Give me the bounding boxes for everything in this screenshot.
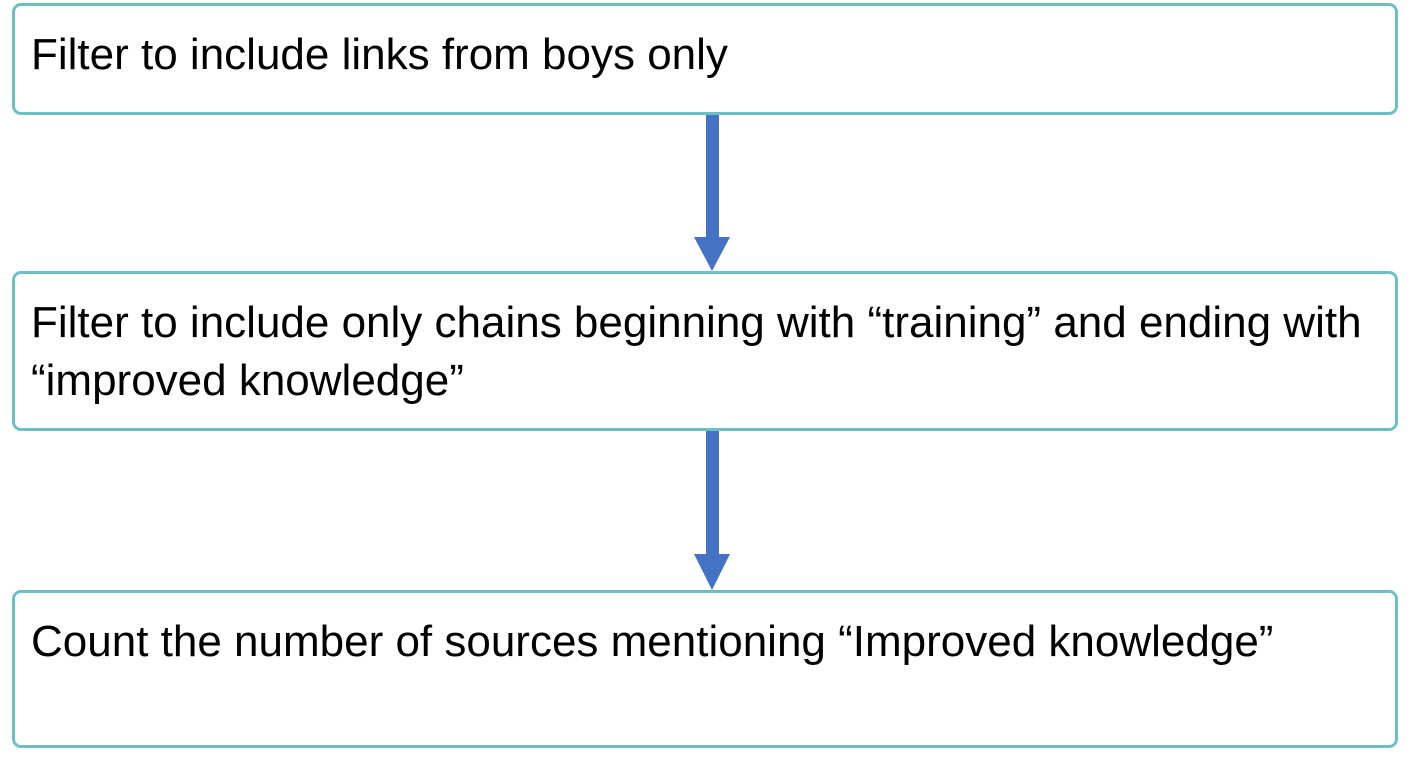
flow-step-1-text: Filter to include links from boys only bbox=[31, 30, 728, 79]
arrow-step2-to-step3 bbox=[694, 431, 730, 590]
arrow-shaft bbox=[706, 431, 719, 556]
flow-step-3: Count the number of sources mentioning “… bbox=[12, 590, 1398, 748]
flow-step-1: Filter to include links from boys only bbox=[12, 3, 1398, 115]
flow-step-3-text: Count the number of sources mentioning “… bbox=[31, 617, 1274, 666]
flow-step-2-text: Filter to include only chains beginning … bbox=[31, 298, 1362, 405]
arrow-step1-to-step2 bbox=[694, 115, 730, 271]
arrow-head bbox=[694, 237, 730, 271]
flow-step-2: Filter to include only chains beginning … bbox=[12, 271, 1398, 431]
arrow-shaft bbox=[706, 115, 719, 239]
arrow-head bbox=[694, 554, 730, 590]
